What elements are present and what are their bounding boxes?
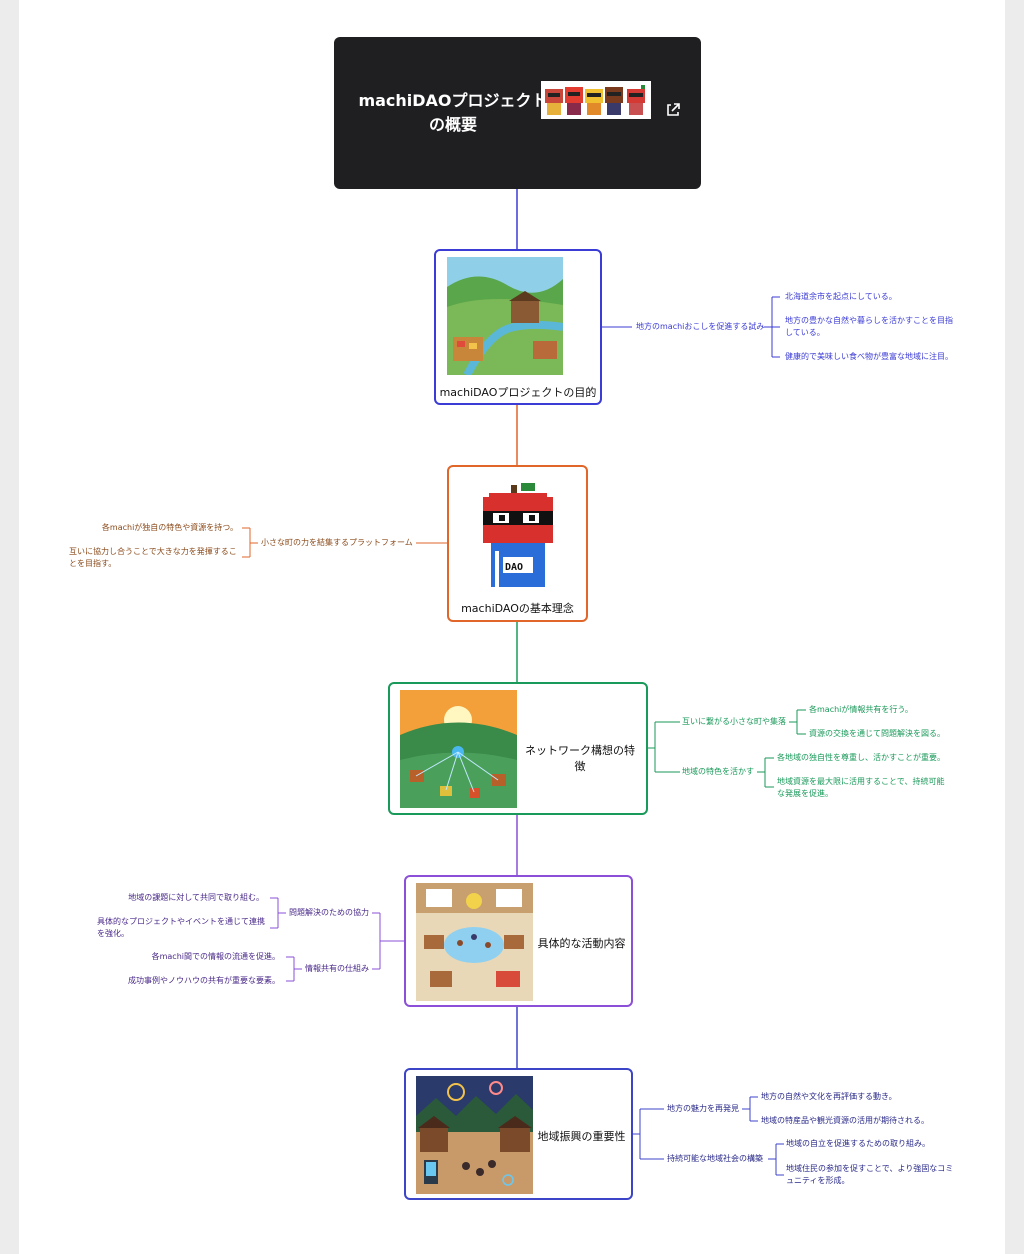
leaf-activities-projects-cont: を強化。	[97, 929, 129, 938]
leaf-philosophy-resources: 各machiが独自の特色や資源を持つ。	[101, 523, 238, 532]
node-philosophy-label: machiDAOの基本理念	[461, 602, 574, 615]
root-title-line2: の概要	[428, 115, 477, 134]
node-philosophy[interactable]: DAO machiDAOの基本理念	[447, 465, 588, 622]
branch-purpose-promote[interactable]: 地方のmachiおこしを促進する試み	[636, 322, 765, 331]
node-purpose-label: machiDAOプロジェクトの目的	[439, 386, 597, 399]
leaf-philosophy-cooperate: 互いに協力し合うことで大きな力を発揮するこ	[69, 547, 237, 556]
leaf-network-sustainable: 地域資源を最大限に活用することで、持続可能	[777, 777, 945, 786]
root-title: machiDAOプロジェクト の概要	[348, 89, 558, 137]
leaf-revitalization-independence: 地域の自立を促進するための取り組み。	[786, 1139, 930, 1148]
leaf-revitalization-specialties: 地域の特産品や観光資源の活用が期待される。	[761, 1116, 929, 1125]
community-activities-illustration	[416, 883, 533, 1001]
network-sunrise-illustration	[400, 690, 517, 808]
leaf-activities-issues: 地域の課題に対して共同で取り組む。	[128, 893, 264, 902]
branch-network-connected[interactable]: 互いに繋がる小さな町や集落	[682, 717, 786, 726]
leaf-purpose-nature-cont: している。	[785, 328, 825, 337]
root-node[interactable]: machiDAOプロジェクト の概要	[334, 37, 701, 189]
branch-network-character[interactable]: 地域の特色を活かす	[682, 767, 754, 776]
leaf-network-exchange: 資源の交換を通じて問題解決を図る。	[809, 729, 945, 738]
countryside-farm-illustration	[447, 257, 563, 375]
leaf-activities-knowhow: 成功事例やノウハウの共有が重要な要素。	[128, 976, 280, 985]
branch-revitalization-rediscover[interactable]: 地方の魅力を再発見	[667, 1104, 739, 1113]
branch-activities-sharing[interactable]: 情報共有の仕組み	[305, 964, 369, 973]
leaf-activities-projects: 具体的なプロジェクトやイベントを通じて連携	[97, 917, 265, 926]
node-activities-label: 具体的な活動内容	[537, 937, 626, 950]
leaf-philosophy-cooperate-cont: とを目指す。	[69, 559, 117, 568]
apple-dao-mascot: DAO	[469, 477, 569, 589]
svg-text:DAO: DAO	[505, 562, 523, 573]
leaf-revitalization-participation: 地域住民の参加を促すことで、より強固なコミ	[786, 1164, 954, 1173]
branch-revitalization-sustainable[interactable]: 持続可能な地域社会の構築	[667, 1154, 763, 1163]
festival-town-illustration	[416, 1076, 533, 1194]
node-network[interactable]: ネットワーク構想の特徴	[388, 682, 648, 815]
leaf-purpose-yoichi: 北海道余市を起点にしている。	[785, 292, 897, 301]
leaf-network-share: 各machiが情報共有を行う。	[809, 705, 913, 714]
node-purpose[interactable]: machiDAOプロジェクトの目的	[434, 249, 602, 405]
leaf-network-sustainable-cont: な発展を促進。	[777, 789, 833, 798]
external-link-icon[interactable]	[664, 101, 682, 119]
machidao-characters-logo	[541, 81, 651, 119]
mindmap-canvas	[19, 0, 1005, 1254]
leaf-revitalization-reevaluate: 地方の自然や文化を再評価する動き。	[761, 1092, 897, 1101]
leaf-revitalization-participation-cont: ュニティを形成。	[786, 1176, 850, 1185]
node-network-label: ネットワーク構想の特徴	[525, 744, 635, 773]
node-revitalization-label: 地域振興の重要性	[537, 1130, 626, 1143]
leaf-purpose-food: 健康的で美味しい食べ物が豊富な地域に注目。	[785, 352, 953, 361]
leaf-activities-flow: 各machi間での情報の流通を促進。	[151, 952, 280, 961]
branch-philosophy-platform[interactable]: 小さな町の力を結集するプラットフォーム	[261, 538, 413, 547]
root-title-line1: machiDAOプロジェクト	[358, 91, 548, 110]
node-revitalization[interactable]: 地域振興の重要性	[404, 1068, 633, 1200]
node-activities[interactable]: 具体的な活動内容	[404, 875, 633, 1007]
leaf-network-respect: 各地域の独自性を尊重し、活かすことが重要。	[777, 753, 945, 762]
leaf-purpose-nature: 地方の豊かな自然や暮らしを活かすことを目指	[785, 316, 953, 325]
branch-activities-cooperation[interactable]: 問題解決のための協力	[289, 908, 369, 917]
